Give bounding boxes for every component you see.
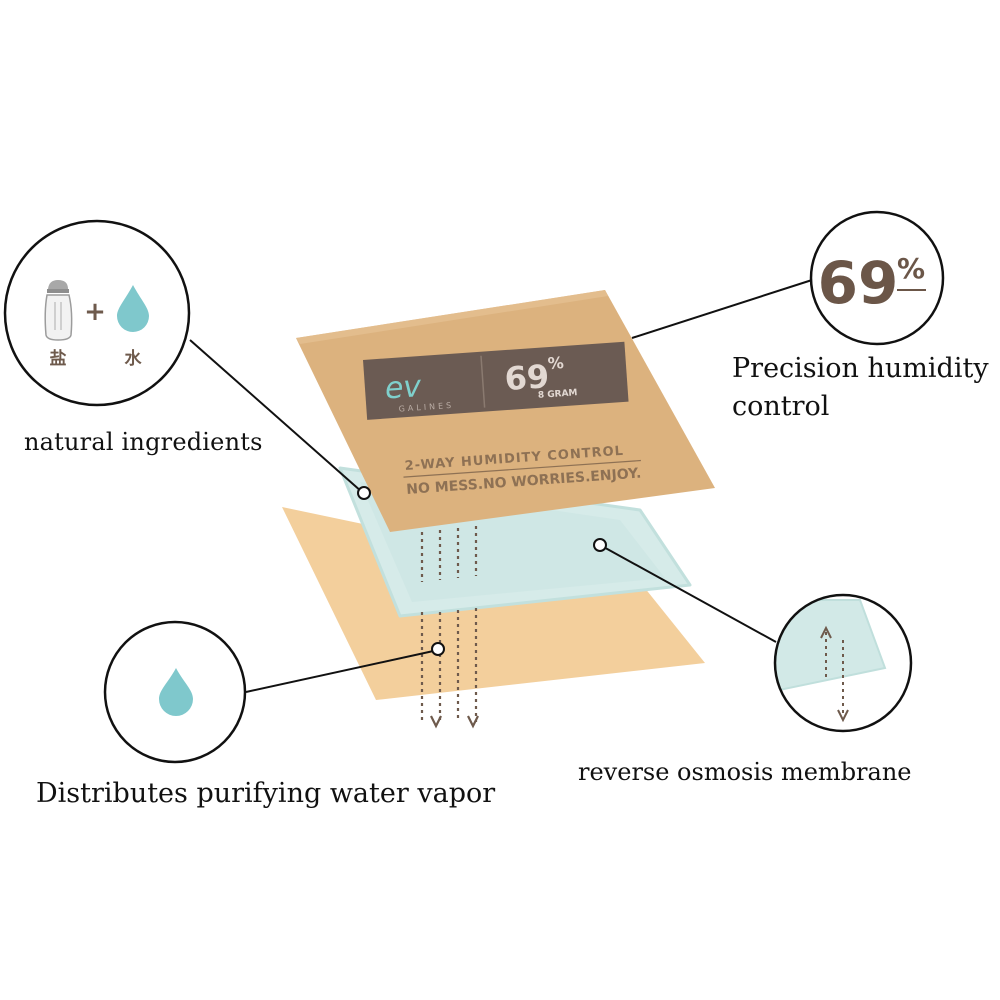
- packet-percent-value: 69: [503, 357, 550, 398]
- vapor-arrows: [420, 526, 479, 729]
- reverse-osmosis-label: reverse osmosis membrane: [578, 758, 912, 786]
- humidity-packet: ev GALINES 69 % 8 GRAM 2-WAY HUMIDITY CO…: [296, 290, 715, 532]
- natural-ingredients-label: natural ingredients: [24, 428, 263, 456]
- plus-sign: +: [84, 297, 106, 327]
- callout-lines: [189, 279, 813, 693]
- distributes-vapor-label: Distributes purifying water vapor: [36, 778, 496, 809]
- callout-percent-value: 69: [818, 249, 899, 317]
- vapor-callout-circle: [103, 620, 247, 764]
- callout-percent-unit: %: [897, 252, 925, 285]
- callout-dot-sheet: [431, 642, 445, 656]
- callout-dot-membrane: [593, 538, 607, 552]
- callout-dot-packet: [357, 486, 371, 500]
- packet-logo-mark: ev: [384, 369, 424, 407]
- percent-callout-circle: 69 %: [809, 210, 945, 346]
- precision-label-line-1: Precision humidity: [732, 353, 989, 384]
- membrane-callout-circle: [773, 593, 913, 733]
- salt-shaker-icon: [44, 280, 73, 341]
- precision-humidity-label: Precision humidity control: [732, 350, 1000, 426]
- water-drop-icon: [117, 285, 149, 332]
- packet-weight: 8 GRAM: [538, 388, 578, 401]
- water-char: 水: [125, 348, 143, 369]
- packet-logo-text: GALINES: [398, 401, 454, 414]
- salt-char: 盐: [50, 348, 67, 369]
- packet-percent-unit: %: [547, 353, 564, 373]
- ingredients-callout-circle: + 盐 水: [3, 219, 191, 407]
- water-drop-icon-large: [159, 668, 193, 716]
- packet-label-panel: [363, 341, 629, 420]
- precision-label-line-2: control: [732, 391, 830, 422]
